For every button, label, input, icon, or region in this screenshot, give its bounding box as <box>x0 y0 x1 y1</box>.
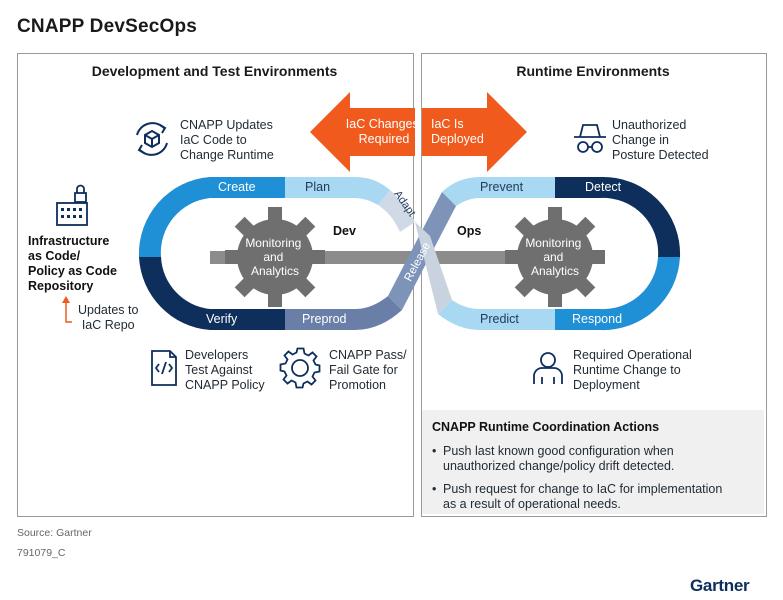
ops-panel <box>421 53 767 517</box>
label-verify: Verify <box>206 312 238 326</box>
coordination-heading: CNAPP Runtime Coordination Actions <box>432 420 660 434</box>
segment-release <box>388 192 456 310</box>
required-change-text: Required Operational Runtime Change to D… <box>573 348 692 392</box>
segment-verify <box>139 257 285 330</box>
building-icon <box>56 184 88 226</box>
arrow-left-line2: Required <box>359 132 410 146</box>
gear-right <box>505 207 605 307</box>
segment-plan <box>285 177 390 205</box>
ops-panel-heading: Runtime Environments <box>516 63 670 79</box>
gear-left-label: Monitoring and Analytics <box>245 236 304 278</box>
user-icon <box>533 352 563 384</box>
developers-test-text: Developers Test Against CNAPP Policy <box>185 348 265 392</box>
coordination-bullet-2-text: Push request for change to IaC for imple… <box>443 482 723 511</box>
updates-arrowhead <box>62 296 70 303</box>
arrow-right-label: IaC Is Deployed <box>431 117 484 146</box>
arrow-iac-deployed <box>422 92 527 172</box>
label-detect: Detect <box>585 180 622 194</box>
coordination-box <box>422 410 764 514</box>
arrow-iac-changes-required <box>310 92 415 172</box>
arrow-left-label: IaC Changes Required <box>346 117 422 146</box>
gear-outline-icon <box>279 347 321 389</box>
arrow-left-line1: IaC Changes <box>346 117 419 131</box>
code-document-icon <box>151 350 177 386</box>
label-create: Create <box>218 180 256 194</box>
label-ops: Ops <box>457 224 481 238</box>
segment-adapt <box>378 190 415 232</box>
segment-prevent <box>442 177 555 206</box>
segment-detect <box>555 176 681 257</box>
segment-create <box>138 177 285 257</box>
iac-repository-text: Infrastructure as Code/ Policy as Code R… <box>28 234 117 293</box>
label-respond: Respond <box>572 312 622 326</box>
updates-arrow <box>65 300 72 323</box>
segment-cross <box>415 222 452 314</box>
gear-left <box>225 207 325 307</box>
pass-fail-text: CNAPP Pass/ Fail Gate for Promotion <box>329 348 407 392</box>
spy-icon <box>574 124 606 153</box>
coordination-bullet-1-text: Push last known good configuration when … <box>443 444 675 473</box>
dev-panel-heading: Development and Test Environments <box>91 63 338 79</box>
updates-to-repo-text: Updates to IaC Repo <box>78 303 139 332</box>
label-predict: Predict <box>480 312 519 326</box>
label-plan: Plan <box>305 180 330 194</box>
refresh-cube-icon <box>136 122 168 156</box>
label-dev: Dev <box>333 224 356 238</box>
gear-right-label: Monitoring and Analytics <box>525 236 584 278</box>
segment-respond <box>555 257 680 331</box>
unauthorized-change-text: Unauthorized Change in Posture Detected <box>612 118 709 162</box>
page-title: CNAPP DevSecOps <box>17 16 198 37</box>
figure-id: 791079_C <box>17 547 66 559</box>
label-preprod: Preprod <box>302 312 347 326</box>
source-note: Source: Gartner <box>17 527 92 539</box>
segment-preprod <box>285 296 402 330</box>
gartner-logo: Gartner <box>690 576 750 595</box>
label-prevent: Prevent <box>480 180 524 194</box>
cnapp-updates-text: CNAPP Updates IaC Code to Change Runtime <box>180 118 274 162</box>
segment-predict <box>438 300 555 330</box>
